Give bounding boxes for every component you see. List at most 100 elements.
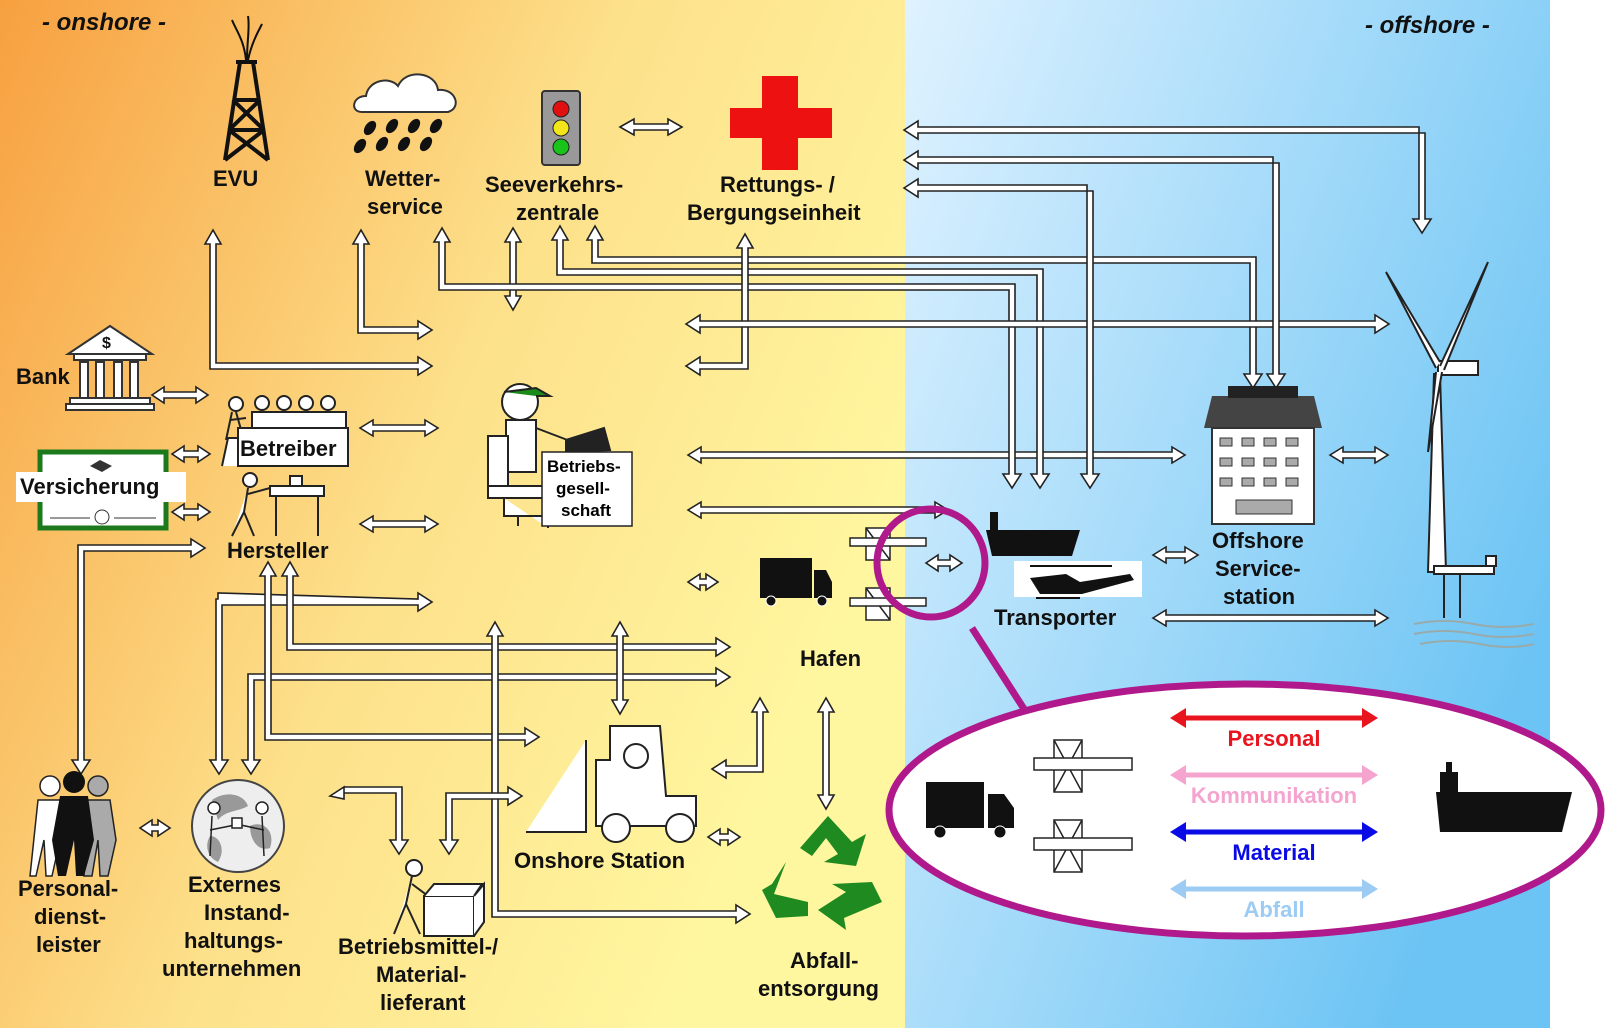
helicopter-icon [1030,565,1134,599]
onshore-station-label: Onshore Station [514,848,685,873]
bank-label: Bank [16,364,71,389]
legend-ellipse [885,680,1605,940]
legend-arrowhead-left [1170,822,1186,842]
betriebsmittel-label-2: Material- [376,962,466,987]
hersteller-label: Hersteller [227,538,329,563]
betriebsgesellschaft-label-1: Betriebs- [547,457,621,476]
rettung-label-1: Rettungs- / [720,172,835,197]
forklift-icon [526,725,697,843]
arrow-onshore-hafen-bend [710,696,770,780]
arrow-extern-betriebsmittel [327,785,410,856]
manufacturer-icon [231,472,325,537]
arrow-betriebsmittel-onshore [438,785,524,856]
arrow-hersteller-onshore [258,560,541,748]
offshore-label: - offshore - [1365,12,1490,39]
legend-item-kommunikation: Kommunikation [1170,765,1378,808]
legend-item-material: Material [1170,822,1378,865]
connector-arrows [70,117,1433,925]
arrow-versicherung-betreiber [170,444,212,464]
arrow-hersteller-bg [358,514,440,534]
legend-label: Abfall [1243,897,1304,922]
abfall-label-1: Abfall- [790,948,858,973]
arrow-extern-hafen [240,666,732,776]
seeverkehr-label-1: Seeverkehrs- [485,172,623,197]
hafen-label: Hafen [800,646,861,671]
arrow-bg-wka [684,313,1391,335]
legend-arrowhead-left [1170,708,1186,728]
traffic-light-icon [541,90,581,166]
personal-label-3: leister [36,932,101,957]
legend-crane-icon [1033,739,1133,873]
oil-rig-icon [223,15,270,162]
arrow-hafen-onshore [610,620,630,716]
globe-icon [191,779,285,873]
extern-label-1: Externes [188,872,281,897]
legend-label: Material [1232,840,1315,865]
arrow-hafen-abfall [816,696,836,811]
betriebsgesellschaft-label-2: gesell- [556,479,610,498]
legend-arrowhead-right [1362,765,1378,785]
legend-truck-icon [926,782,1014,839]
arrow-long-vertical-abfall [485,620,752,925]
arrow-seeverkehr-rettung [618,117,684,137]
personal-label-2: dienst- [34,904,106,929]
arrow-offshore-wka [1328,445,1390,465]
extern-label-3: haltungs- [184,928,283,953]
operators-icon [221,395,349,467]
waves-icon [1413,620,1535,648]
arrow-rettung-transporter [902,177,1101,490]
offshore-station-label-3: station [1223,584,1295,609]
office-worker-icon [487,383,612,528]
arrow-hersteller-hafen-1 [280,560,732,658]
seeverkehr-label-2: zentrale [516,200,599,225]
offshore-station-label-1: Offshore [1212,528,1304,553]
legend-item-personal: Personal [1170,708,1378,751]
legend-arrowhead-left [1170,765,1186,785]
legend-arrowhead-right [1362,708,1378,728]
supplier-box-icon [393,859,485,937]
wetter-label-2: service [367,194,443,219]
arrow-versicherung-hersteller [170,502,212,522]
legend-item-abfall: Abfall [1170,879,1378,922]
arrow-transporter-offshore [1151,545,1200,565]
weather-cloud-icon [353,73,457,154]
truck-icon [760,558,832,607]
insurance-certificate-icon [16,449,186,531]
arrow-rettung-bg [684,232,755,377]
extern-label-2: Instand- [204,900,290,925]
evu-label: EVU [213,166,258,191]
wind-turbine-icon [1385,261,1497,618]
betreiber-label: Betreiber [240,436,337,461]
arrow-rettung-wka-top [902,119,1433,235]
arrow-betreiber-bg [358,418,440,438]
arrow-evu-bg [203,228,434,377]
betriebsgesellschaft-label-3: schaft [561,501,611,520]
betriebsmittel-label-3: lieferant [380,990,466,1015]
extern-label-4: unternehmen [162,956,301,981]
arrow-hersteller-extern [208,591,434,776]
arrow-seeverkehr-down [503,226,523,312]
bank-dollar-symbol: $ [102,335,111,352]
red-cross-icon [730,76,832,170]
abfall-label-2: entsorgung [758,976,879,1001]
offshore-building-icon [1204,386,1322,525]
onshore-label: - onshore - [42,9,166,36]
legend-label: Kommunikation [1191,783,1357,808]
arrow-transporter-wka [1151,608,1390,628]
bank-icon [64,324,156,411]
versicherung-label: Versicherung [20,474,159,499]
legend-label: Personal [1228,726,1321,751]
legend-arrowhead-right [1362,879,1378,899]
wetter-label-1: Wetter- [365,166,440,191]
arrow-hafen-transporter [924,553,964,573]
transporter-label: Transporter [994,605,1117,630]
rettung-label-2: Bergungseinheit [687,200,861,225]
port-crane-icon [849,527,927,621]
legend-ship-icon [1436,762,1572,832]
offshore-station-label-2: Service- [1215,556,1301,581]
arrow-onshore-abfall [706,827,742,847]
arrow-bank-betreiber [150,385,210,405]
